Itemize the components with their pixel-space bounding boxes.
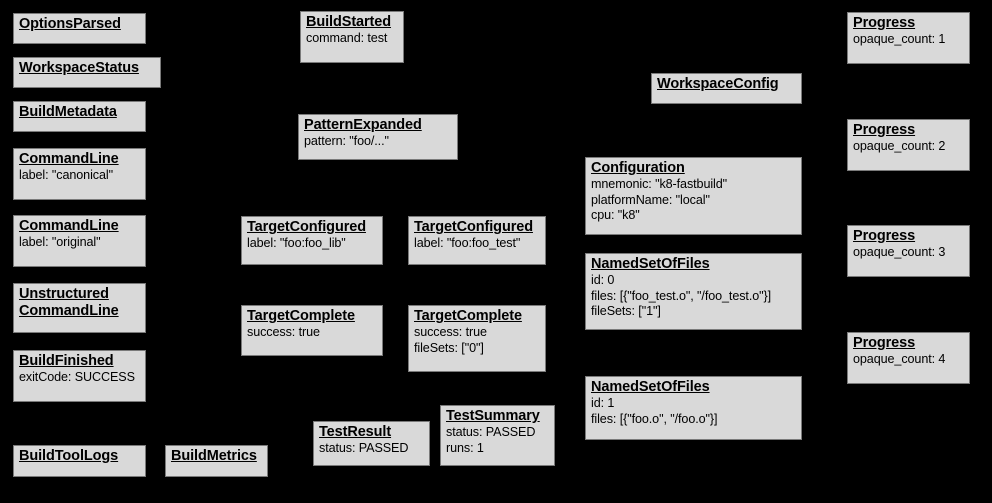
node-fields: mnemonic: "k8-fastbuild" platformName: "… bbox=[591, 177, 728, 222]
node-fields: status: PASSED runs: 1 bbox=[446, 425, 536, 455]
node-title: WorkspaceStatus bbox=[19, 60, 139, 76]
node-fields: id: 1 files: [{"foo.o", "/foo.o"}] bbox=[591, 396, 718, 426]
node-build-metrics[interactable]: BuildMetrics bbox=[165, 445, 268, 477]
node-fields: opaque_count: 2 bbox=[853, 139, 946, 153]
node-title: Progress bbox=[853, 15, 916, 31]
node-workspace-status[interactable]: WorkspaceStatus bbox=[13, 57, 161, 88]
node-title: CommandLine bbox=[19, 218, 119, 234]
node-fields: label: "foo:foo_test" bbox=[414, 236, 521, 250]
node-title: BuildMetadata bbox=[19, 104, 117, 120]
node-fields: opaque_count: 1 bbox=[853, 32, 946, 46]
node-fields: opaque_count: 4 bbox=[853, 352, 946, 366]
node-fields: success: true bbox=[247, 325, 320, 339]
node-title: TargetConfigured bbox=[414, 219, 533, 235]
node-title: BuildStarted bbox=[306, 14, 392, 30]
node-fields: exitCode: SUCCESS bbox=[19, 370, 135, 384]
node-unstructured-command-line[interactable]: Unstructured CommandLine bbox=[13, 283, 146, 333]
node-title: Configuration bbox=[591, 160, 685, 176]
node-title: TargetConfigured bbox=[247, 219, 366, 235]
node-fields: label: "canonical" bbox=[19, 168, 113, 182]
node-title: CommandLine bbox=[19, 151, 119, 167]
node-title: Unstructured CommandLine bbox=[19, 286, 119, 319]
node-title: NamedSetOfFiles bbox=[591, 256, 710, 272]
node-title: TargetComplete bbox=[247, 308, 355, 324]
node-title: BuildFinished bbox=[19, 353, 114, 369]
node-fields: status: PASSED bbox=[319, 441, 409, 455]
node-fields: label: "foo:foo_lib" bbox=[247, 236, 346, 250]
node-title: TestResult bbox=[319, 424, 392, 440]
node-title: TestSummary bbox=[446, 408, 540, 424]
node-title: Progress bbox=[853, 335, 916, 351]
node-fields: command: test bbox=[306, 31, 388, 45]
node-fields: id: 0 files: [{"foo_test.o", "/foo_test.… bbox=[591, 273, 772, 318]
node-build-metadata[interactable]: BuildMetadata bbox=[13, 101, 146, 132]
node-workspace-config[interactable]: WorkspaceConfig bbox=[651, 73, 802, 104]
node-title: TargetComplete bbox=[414, 308, 522, 324]
node-fields: label: "original" bbox=[19, 235, 101, 249]
node-title: WorkspaceConfig bbox=[657, 76, 779, 92]
node-title: NamedSetOfFiles bbox=[591, 379, 710, 395]
node-fields: success: true fileSets: ["0"] bbox=[414, 325, 487, 355]
node-title: BuildMetrics bbox=[171, 448, 257, 464]
node-fields: pattern: "foo/..." bbox=[304, 134, 389, 148]
node-title: Progress bbox=[853, 122, 916, 138]
node-title: BuildToolLogs bbox=[19, 448, 119, 464]
node-build-tool-logs[interactable]: BuildToolLogs bbox=[13, 445, 146, 477]
node-title: OptionsParsed bbox=[19, 16, 121, 32]
node-fields: opaque_count: 3 bbox=[853, 245, 946, 259]
node-title: Progress bbox=[853, 228, 916, 244]
node-options-parsed[interactable]: OptionsParsed bbox=[13, 13, 146, 44]
node-title: PatternExpanded bbox=[304, 117, 422, 133]
